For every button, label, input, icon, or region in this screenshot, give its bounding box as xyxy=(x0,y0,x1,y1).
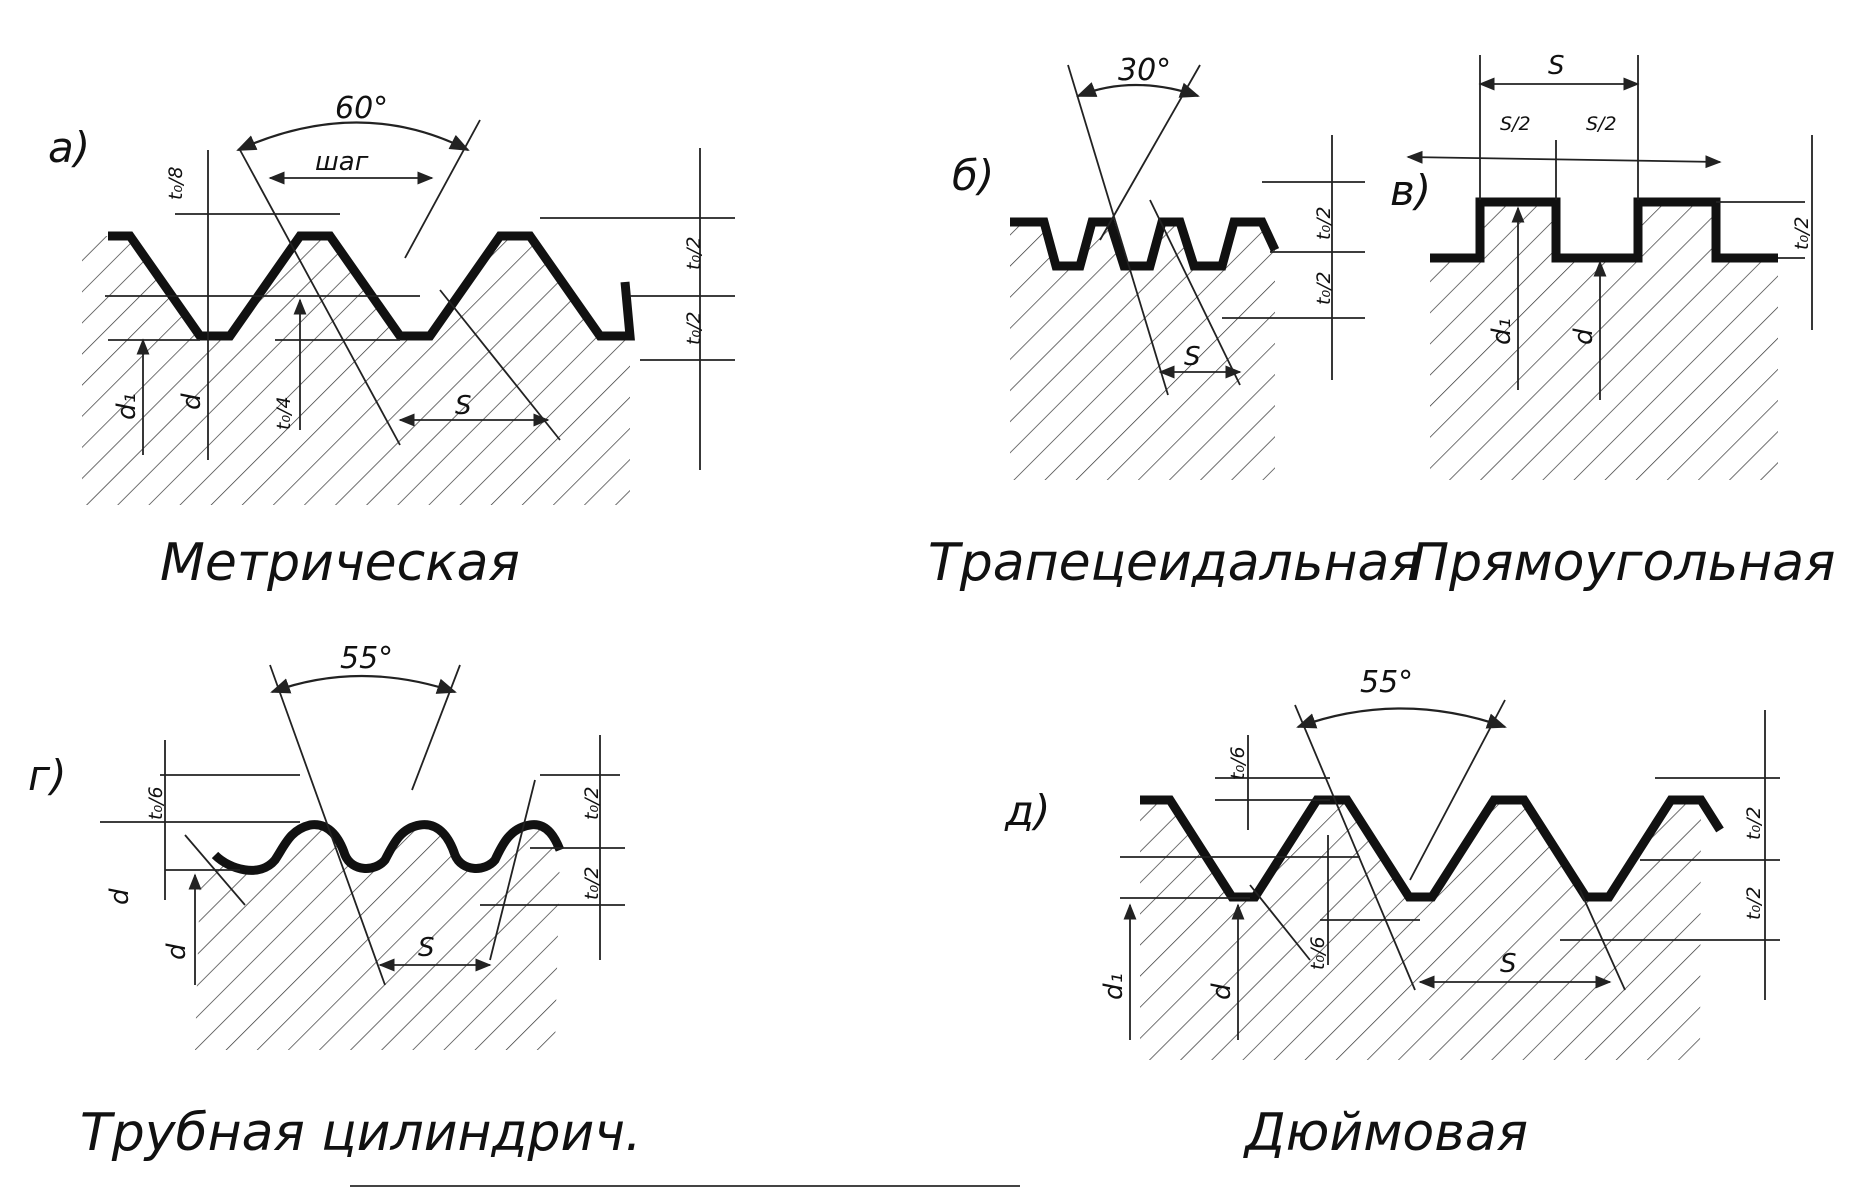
pipe-hatched-body xyxy=(195,824,560,1050)
trapezoidal-angle-label: 30° xyxy=(1118,53,1171,88)
trapezoidal-letter: б) xyxy=(952,151,994,200)
pipe-s-label: S xyxy=(418,933,435,963)
inch-letter: д) xyxy=(1004,786,1050,835)
inch-d1-label: d₁ xyxy=(1099,973,1129,1000)
pipe-t6-label: t₀/6 xyxy=(145,786,167,820)
metric-t2-upper-label: t₀/2 xyxy=(683,236,705,270)
rectangular-caption: Прямоугольная xyxy=(1410,533,1835,593)
inch-flank-small-left xyxy=(1249,884,1311,961)
inch-t2-lower-label: t₀/2 xyxy=(1743,886,1765,920)
metric-flank-line-right xyxy=(404,119,481,259)
inch-angle-label: 55° xyxy=(1360,665,1413,700)
rectangular-hatched-body xyxy=(1430,202,1778,480)
metric-thread-diagram: а) 60° шаг S t₀/8 t₀/2 t₀/2 t₀/4 d₁ xyxy=(48,91,735,593)
trapezoidal-thread-profile xyxy=(1010,217,1280,271)
rectangular-thread-diagram: в) S S/2 S/2 t₀/2 d₁ d Прямоугольная xyxy=(1390,51,1835,593)
pipe-flank-right xyxy=(411,664,461,791)
pipe-thread-profile xyxy=(211,820,565,875)
trapezoidal-flank-left xyxy=(1067,64,1169,396)
pipe-caption: Трубная цилиндрич. xyxy=(80,1103,642,1163)
inch-hatched-body xyxy=(1140,800,1701,1060)
pipe-flank-small-right xyxy=(489,779,536,961)
trapezoidal-t2-upper-label: t₀/2 xyxy=(1313,206,1335,240)
inch-t2-upper-label: t₀/2 xyxy=(1743,806,1765,840)
pipe-flank-left xyxy=(269,664,386,986)
metric-pitch-word: шаг xyxy=(315,147,369,177)
rectangular-s-label: S xyxy=(1548,51,1565,81)
rectangular-s2-dim xyxy=(1406,150,1722,169)
metric-d-label: d xyxy=(177,393,207,410)
inch-t6-upper-label: t₀/6 xyxy=(1227,746,1249,780)
metric-angle-arc xyxy=(236,121,470,152)
inch-flank-left xyxy=(1294,704,1416,991)
rectangular-s2-right-label: S/2 xyxy=(1586,113,1617,135)
metric-t4-label: t₀/4 xyxy=(273,396,295,430)
metric-hatched-body xyxy=(82,236,630,505)
pipe-t2-upper-label: t₀/2 xyxy=(581,786,603,820)
trapezoidal-thread-diagram: б) 30° S t₀/2 t₀/2 Трапецеидальная xyxy=(928,53,1421,593)
metric-flank-line-left xyxy=(239,149,401,446)
pipe-t2-lower-label: t₀/2 xyxy=(581,866,603,900)
inch-s-label: S xyxy=(1500,949,1517,979)
inch-angle-arc xyxy=(1296,707,1507,729)
inch-d-label: d xyxy=(1207,983,1237,1000)
rectangular-letter: в) xyxy=(1390,166,1431,215)
metric-angle-label: 60° xyxy=(335,91,388,126)
inch-t6-lower-label: t₀/6 xyxy=(1307,936,1329,970)
metric-s-label: S xyxy=(455,391,472,421)
trapezoidal-flank-s xyxy=(1149,199,1241,386)
pipe-d-inner-label: d xyxy=(162,943,192,960)
trapezoidal-s-label: S xyxy=(1184,342,1201,372)
rectangular-d-label: d xyxy=(1569,328,1599,345)
pipe-thread-diagram: г) 55° S t₀/6 t₀/2 t₀/2 d d Трубная цили… xyxy=(28,641,642,1163)
trapezoidal-caption: Трапецеидальная xyxy=(928,533,1421,593)
metric-t8-label: t₀/8 xyxy=(165,166,187,200)
metric-t2-lower-label: t₀/2 xyxy=(683,311,705,345)
pipe-letter: г) xyxy=(28,751,66,800)
trapezoidal-angle-arc xyxy=(1076,82,1200,98)
pipe-angle-label: 55° xyxy=(340,641,393,676)
inch-caption: Дюймовая xyxy=(1243,1103,1528,1163)
metric-caption: Метрическая xyxy=(160,533,520,593)
pipe-angle-arc xyxy=(270,674,457,694)
trapezoidal-t2-lower-label: t₀/2 xyxy=(1313,271,1335,305)
pipe-d-outer-label: d xyxy=(105,888,135,905)
trapezoidal-hatched-body xyxy=(1010,222,1275,480)
inch-thread-profile xyxy=(1140,795,1724,902)
metric-d1-label: d₁ xyxy=(112,393,142,420)
rectangular-thread-profile xyxy=(1430,197,1778,263)
rectangular-d1-label: d₁ xyxy=(1487,318,1517,345)
metric-thread-profile xyxy=(108,231,635,341)
rectangular-s2-left-label: S/2 xyxy=(1500,113,1531,135)
rectangular-t2-label: t₀/2 xyxy=(1791,216,1813,250)
inch-flank-right xyxy=(1409,699,1506,881)
metric-letter: а) xyxy=(48,123,90,172)
inch-thread-diagram: д) 55° S t₀/6 t₀/6 t₀/2 t₀/2 d₁ d Дюймов… xyxy=(1004,665,1780,1163)
